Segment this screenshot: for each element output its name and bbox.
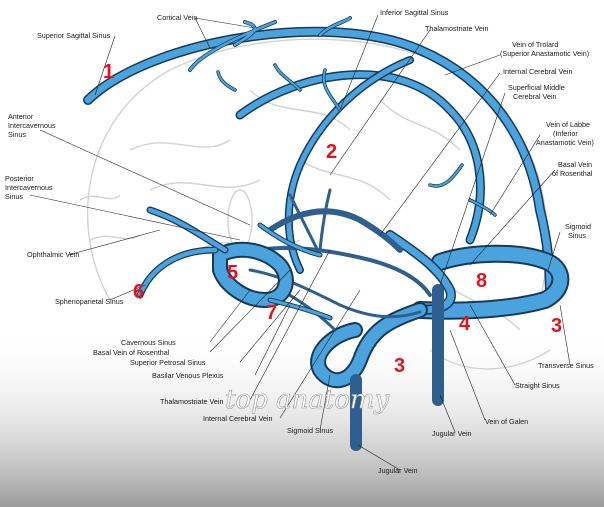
jugular-veins bbox=[350, 284, 444, 451]
cavernous-complex bbox=[136, 206, 333, 321]
number-5: 5 bbox=[227, 262, 238, 284]
label-sphenoparietal-sinus: Sphenoparietal Sinus bbox=[55, 297, 124, 306]
label-basilar-venous-plexus: Basilar Venous Plexus bbox=[152, 371, 224, 380]
transverse-sinus bbox=[411, 244, 570, 320]
label-straight-sinus: Straight Sinus bbox=[515, 381, 560, 390]
label-vein-of-galen: Vein of Galen bbox=[485, 417, 528, 426]
superior-sagittal-sinus bbox=[83, 26, 555, 305]
number-7: 7 bbox=[266, 302, 277, 324]
brain-outline bbox=[79, 38, 551, 370]
label-ophthalmic-vein: Ophthalmic Vein bbox=[27, 250, 79, 259]
label-sigmoid-sinus-right: Sigmoid bbox=[565, 222, 591, 231]
label-vein-of-labbe-2: (Inferior bbox=[553, 129, 578, 138]
label-posterior-intercavernous-2: Intercavernous bbox=[5, 183, 53, 192]
label-superior-petrosal-sinus: Superior Petrosal Sinus bbox=[130, 358, 206, 367]
leader-lines bbox=[29, 14, 571, 471]
bottom-fade bbox=[0, 330, 604, 507]
label-vein-of-labbe: Vein of Labbe bbox=[546, 120, 590, 129]
region-numbers: 1 2 3 3 4 5 6 7 8 bbox=[103, 61, 562, 377]
number-3-right: 3 bbox=[551, 315, 562, 337]
label-anterior-intercavernous: Anterior bbox=[8, 112, 34, 121]
label-superficial-middle: Superficial Middle bbox=[508, 83, 565, 92]
label-vein-of-trolard-sub: (Superior Anastamotic Vein) bbox=[500, 49, 589, 58]
number-8: 8 bbox=[476, 270, 487, 292]
label-jugular-vein-right: Jugular Vein bbox=[432, 429, 472, 438]
label-jugular-vein-bottom: Jugular Vein bbox=[378, 466, 418, 475]
inferior-sagittal-sinus bbox=[235, 70, 485, 245]
label-thalamostriate-vein-top: Thalamostriate Vein bbox=[425, 24, 489, 33]
label-vein-of-trolard: Vein of Trolard bbox=[512, 40, 558, 49]
label-internal-cerebral-vein-top: Internal Cerebral Vein bbox=[503, 67, 573, 76]
label-posterior-intercavernous: Posterior bbox=[5, 174, 34, 183]
label-sigmoid-sinus-bottom: Sigmoid Sinus bbox=[287, 426, 333, 435]
number-2: 2 bbox=[326, 141, 337, 163]
number-6: 6 bbox=[133, 281, 144, 303]
label-internal-cerebral-vein-bottom: Internal Cerebral Vein bbox=[203, 414, 273, 423]
label-anterior-intercavernous-2: Intercavernous bbox=[8, 121, 56, 130]
small-cortical-branches bbox=[216, 63, 497, 217]
label-posterior-intercavernous-3: Sinus bbox=[5, 192, 23, 201]
watermark: top anatomy bbox=[225, 385, 390, 415]
number-3-bottom: 3 bbox=[394, 355, 405, 377]
number-4: 4 bbox=[459, 313, 471, 335]
label-cortical-vein: Cortical Vein bbox=[157, 13, 197, 22]
label-anterior-intercavernous-3: Sinus bbox=[8, 130, 26, 139]
label-superficial-middle-sub: Cerebral Vein bbox=[513, 92, 557, 101]
number-1: 1 bbox=[103, 61, 114, 83]
label-basal-vein-right: Basal Vein bbox=[558, 160, 592, 169]
label-superior-sagittal-sinus: Superior Sagittal Sinus bbox=[37, 31, 111, 40]
label-sigmoid-sinus-right-2: Sinus bbox=[568, 231, 586, 240]
deep-venous-system bbox=[248, 188, 432, 332]
vein-of-trolard bbox=[284, 56, 414, 274]
label-cavernous-sinus: Cavernous Sinus bbox=[121, 338, 176, 347]
label-basal-vein-left: Basal Vein of Rosenthal bbox=[93, 348, 170, 357]
label-vein-of-labbe-3: Anastamotic Vein) bbox=[536, 138, 594, 147]
label-transverse-sinus: Transverse Sinus bbox=[538, 361, 594, 370]
label-thalamostriate-vein-bottom: Thalamostriate Vein bbox=[160, 397, 224, 406]
label-basal-vein-right-2: of Rosenthal bbox=[552, 169, 593, 178]
label-inferior-sagittal-sinus: Inferior Sagittal Sinus bbox=[380, 8, 449, 17]
labels: Cortical Vein Inferior Sagittal Sinus Su… bbox=[5, 8, 594, 475]
cortical-veins bbox=[188, 16, 352, 72]
